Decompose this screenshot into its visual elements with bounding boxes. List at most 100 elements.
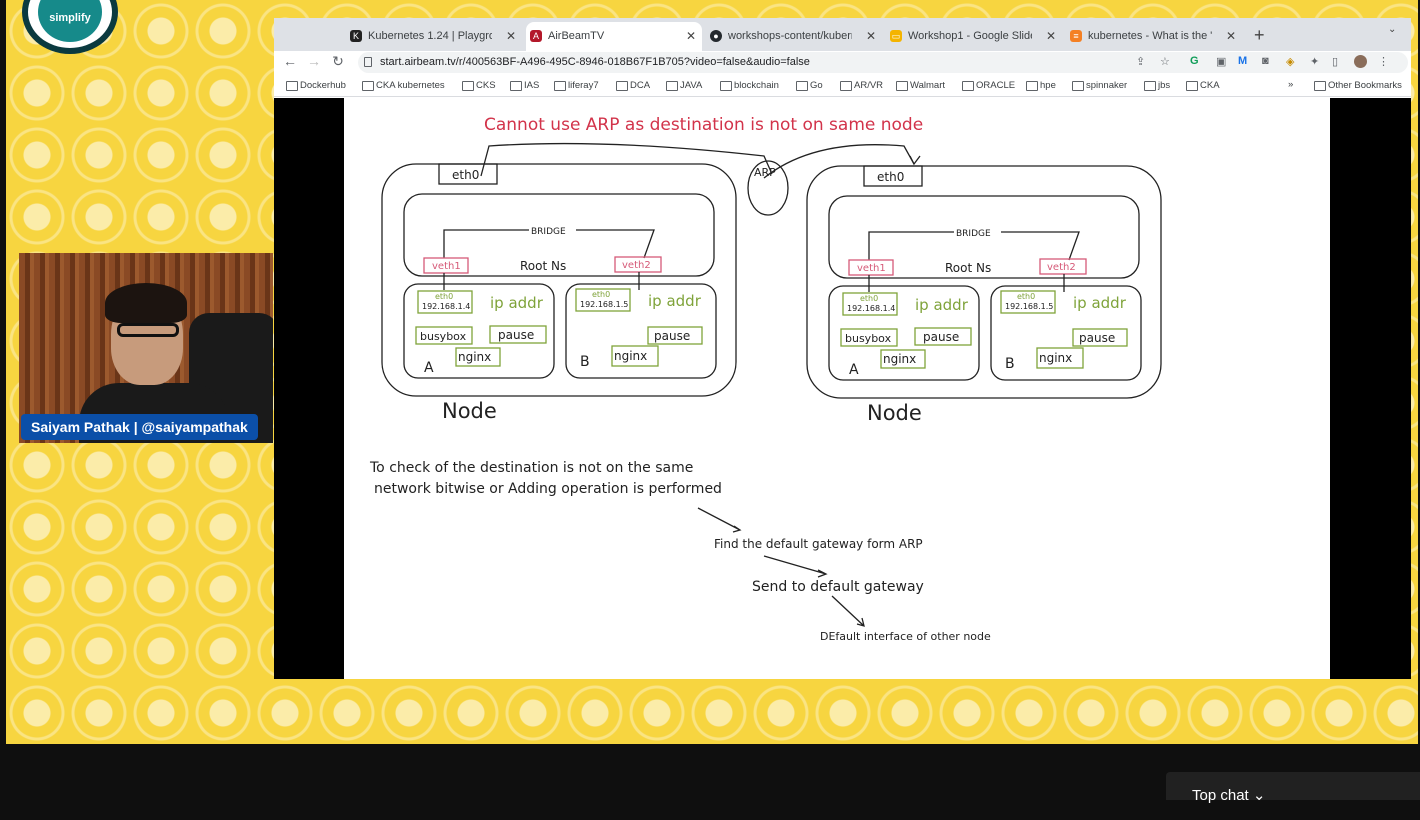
bookmarks-overflow-icon[interactable]: » (1288, 79, 1294, 90)
flow-arrow-3 (831, 595, 865, 627)
profile-avatar[interactable] (1354, 55, 1367, 68)
bookmark-folder[interactable]: jbs (1144, 80, 1170, 91)
bookmark-folder[interactable]: ORACLE (962, 80, 1015, 91)
close-icon[interactable]: ✕ (505, 29, 516, 43)
browser-toolbar: ← → ↻ start.airbeam.tv/r/400563BF-A496-4… (274, 51, 1411, 75)
arp-arrow-right (763, 144, 915, 179)
slides-icon: ▭ (890, 30, 902, 42)
bookmark-folder[interactable]: CKS (462, 80, 496, 91)
grammarly-icon[interactable]: G (1190, 55, 1199, 67)
veth1-label: veth1 (857, 263, 886, 274)
arp-arrow-left (480, 142, 773, 177)
pod-eth0-label: eth0 (1017, 292, 1035, 301)
close-icon[interactable]: ✕ (685, 29, 696, 43)
page-viewport: Cannot use ARP as destination is not on … (274, 98, 1411, 679)
top-chat-dropdown[interactable]: Top chat ⌄ (1166, 772, 1420, 804)
tab-google-slides[interactable]: ▭ Workshop1 - Google Slides ✕ (886, 22, 1062, 51)
pod-eth0-box (842, 292, 898, 316)
share-icon[interactable]: ⇪ (1136, 56, 1146, 68)
flow-arrow-2 (763, 555, 828, 578)
container-box (455, 347, 501, 367)
flow-arrow-1 (697, 507, 742, 533)
close-icon[interactable]: ✕ (1045, 29, 1056, 43)
browser-window: K Kubernetes 1.24 | Playgrounds ✕ A AirB… (274, 18, 1411, 679)
close-icon[interactable]: ✕ (1225, 29, 1236, 43)
presenter-hair (105, 283, 187, 323)
forward-arrow-icon[interactable]: → (307, 53, 321, 69)
container-box (489, 325, 547, 344)
channel-logo: simplify (22, 0, 118, 54)
container-box (880, 349, 926, 369)
container-box (611, 345, 659, 367)
bookmark-folder[interactable]: blockchain (720, 80, 779, 91)
bookmark-folder[interactable]: Walmart (896, 80, 945, 91)
extension-badge-icon[interactable]: ▣ (1216, 56, 1227, 68)
container-busybox: busybox (845, 332, 892, 345)
pod-a-box (828, 285, 980, 381)
bookmark-folder[interactable]: liferay7 (554, 80, 599, 91)
bookmark-star-icon[interactable]: ☆ (1160, 56, 1170, 68)
container-pause: pause (498, 328, 534, 342)
tab-label: AirBeamTV (548, 30, 605, 42)
stackoverflow-icon: ≡ (1070, 30, 1082, 42)
pod-eth0-box (1000, 290, 1056, 314)
address-bar[interactable]: start.airbeam.tv/r/400563BF-A496-495C-89… (358, 52, 1408, 73)
bookmark-folder[interactable]: Dockerhub (286, 80, 346, 91)
bookmark-folder[interactable]: spinnaker (1072, 80, 1127, 91)
bookmark-folder[interactable]: DCA (616, 80, 650, 91)
node-eth0-box (863, 165, 923, 187)
new-tab-plus-icon[interactable]: + (1254, 25, 1265, 45)
extension-m-icon[interactable]: M (1238, 55, 1248, 67)
node-label: Node (867, 401, 922, 425)
reload-icon[interactable]: ↻ (332, 53, 344, 69)
side-panel-icon[interactable]: ▯ (1332, 56, 1339, 68)
github-icon: ● (710, 30, 722, 42)
container-box (914, 327, 972, 346)
pod-name: B (580, 354, 590, 370)
pod-eth0-label: eth0 (860, 294, 878, 303)
network-diagram: Cannot use ARP as destination is not on … (369, 115, 1162, 643)
tab-kubernetes-playgrounds[interactable]: K Kubernetes 1.24 | Playgrounds ✕ (346, 22, 522, 51)
arp-label: ARP (754, 166, 776, 179)
tab-workshops-content[interactable]: ● workshops-content/kubernetes ✕ (706, 22, 882, 51)
kubernetes-icon: K (350, 30, 362, 42)
veth-links (443, 272, 640, 290)
pod-eth0-label: eth0 (435, 292, 453, 301)
bookmark-folder[interactable]: CKA (1186, 80, 1220, 91)
tab-airbeamtv[interactable]: A AirBeamTV ✕ (526, 22, 702, 51)
ip-addr-label: ip addr (648, 292, 702, 310)
pod-eth0-box (417, 290, 473, 314)
close-icon[interactable]: ✕ (865, 29, 876, 43)
bookmarks-bar: Dockerhub CKA kubernetes CKS IAS liferay… (274, 75, 1411, 97)
pod-b-box (990, 285, 1142, 381)
other-bookmarks-folder[interactable]: Other Bookmarks (1314, 80, 1402, 91)
container-nginx: nginx (614, 349, 647, 363)
bookmark-folder[interactable]: IAS (510, 80, 539, 91)
bridge-lines (868, 231, 1080, 261)
note-line-1: To check of the destination is not on th… (369, 460, 693, 476)
container-nginx: nginx (1039, 351, 1072, 365)
tab-search-chevron-icon[interactable]: ⌄ (1388, 24, 1397, 35)
extension-lens-icon[interactable]: ◈ (1286, 56, 1295, 68)
extensions-puzzle-icon[interactable]: ✦ (1310, 56, 1320, 68)
bookmark-folder[interactable]: AR/VR (840, 80, 883, 91)
tab-label: Kubernetes 1.24 | Playgrounds (368, 30, 492, 42)
stream-stage: simplify Saiyam Pathak | @saiyampathak K… (6, 0, 1420, 804)
slide-canvas: Cannot use ARP as destination is not on … (344, 98, 1330, 679)
back-arrow-icon[interactable]: ← (283, 53, 297, 69)
pod-name: A (424, 360, 434, 376)
browser-menu-icon[interactable]: ⋮ (1378, 56, 1389, 68)
pod-b-box (565, 283, 717, 379)
tab-stackoverflow[interactable]: ≡ kubernetes - What is the "kube ✕ (1066, 22, 1242, 51)
step-default-interface: DEfault interface of other node (820, 630, 991, 643)
container-box (1036, 347, 1084, 369)
pod-ip-label: 192.168.1.4 (422, 302, 470, 311)
camera-icon[interactable]: ◙ (1262, 55, 1269, 67)
bookmark-folder[interactable]: hpe (1026, 80, 1056, 91)
bookmark-folder[interactable]: Go (796, 80, 823, 91)
pod-ip-label: 192.168.1.4 (847, 304, 895, 313)
bookmark-folder[interactable]: CKA kubernetes (362, 80, 445, 91)
veth2-box (1039, 258, 1087, 275)
bookmark-folder[interactable]: JAVA (666, 80, 702, 91)
slide-title: Cannot use ARP as destination is not on … (484, 115, 923, 135)
